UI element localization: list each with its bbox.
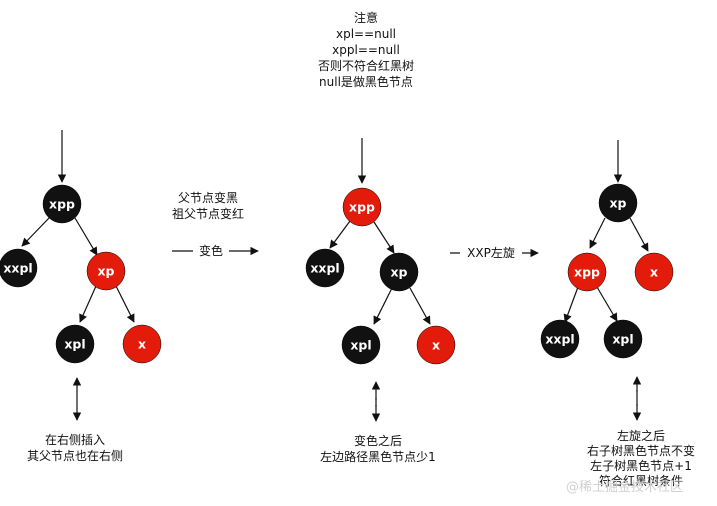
svg-text:xpl: xpl <box>350 338 371 353</box>
node-xpp: xpp <box>567 252 607 292</box>
note-line: 否则不符合红黑树 <box>317 59 414 73</box>
node-xpl: xpl <box>603 319 643 359</box>
svg-text:xpl: xpl <box>64 337 85 352</box>
node-xxpl: xxpl <box>305 248 345 288</box>
tree-1: xpp xxpl xp xpl x <box>0 130 162 421</box>
node-xpl: xpl <box>55 324 95 364</box>
watermark: @稀土掘金技术社区 <box>566 480 684 495</box>
svg-text:xxpl: xxpl <box>310 261 339 276</box>
svg-text:x: x <box>138 337 146 352</box>
svg-text:x: x <box>432 338 440 353</box>
edge <box>409 287 431 325</box>
svg-text:xpl: xpl <box>612 332 633 347</box>
step-1-caption: 父节点变黑 祖父节点变红 <box>171 191 244 221</box>
note-line: 注意 <box>353 11 378 25</box>
note-line: xppl==null <box>332 43 400 57</box>
svg-text:xpp: xpp <box>574 265 600 280</box>
note-block: 注意 xpl==null xppl==null 否则不符合红黑树 null是做黑… <box>278 10 454 90</box>
edge <box>79 285 97 323</box>
tree-2-caption: 变色之后 左边路径黑色节点少1 <box>320 434 436 464</box>
svg-text:xp: xp <box>390 265 407 280</box>
step-arrow-2-label-bg <box>460 245 522 261</box>
edge <box>596 286 618 322</box>
tree-3: xp xpp x xxpl xpl <box>540 140 674 421</box>
edge <box>115 285 135 323</box>
tree-3-caption: 左旋之后 右子树黑色节点不变 左子树黑色节点+1 符合红黑树条件 <box>586 429 695 488</box>
edge <box>563 286 579 323</box>
node-x: x <box>634 252 674 292</box>
edge <box>589 217 606 249</box>
node-xxpl: xxpl <box>540 319 580 359</box>
edge <box>373 287 393 325</box>
node-xpp: xpp <box>42 184 82 224</box>
node-xp: xp <box>86 251 126 291</box>
node-xpl: xpl <box>341 325 381 365</box>
svg-text:xp: xp <box>97 264 114 279</box>
step-arrow-1-label-bg <box>193 243 229 259</box>
edge <box>329 220 351 249</box>
svg-text:xp: xp <box>609 196 626 211</box>
edge <box>21 216 51 247</box>
svg-text:xxpl: xxpl <box>545 332 574 347</box>
svg-text:xpp: xpp <box>349 200 375 215</box>
edge <box>373 221 395 254</box>
svg-text:xpp: xpp <box>49 197 75 212</box>
step-1-arrow-label: 变色 <box>198 244 223 258</box>
edge <box>629 217 649 252</box>
node-xpp: xpp <box>342 187 382 227</box>
node-x: x <box>416 325 456 365</box>
node-x: x <box>122 324 162 364</box>
node-xp: xp <box>379 252 419 292</box>
node-xp: xp <box>598 183 638 223</box>
note-line: xpl==null <box>335 27 397 41</box>
tree-1-caption: 在右侧插入 其父节点也在右侧 <box>26 433 123 463</box>
node-xxpl: xxpl <box>0 248 38 288</box>
step-2-arrow-label: XXP左旋 <box>467 246 515 260</box>
note-line: null是做黑色节点 <box>319 75 413 89</box>
svg-text:x: x <box>650 265 658 280</box>
edge <box>74 217 98 256</box>
svg-text:xxpl: xxpl <box>3 261 32 276</box>
tree-2: xpp xxpl xp xpl x <box>305 138 456 422</box>
